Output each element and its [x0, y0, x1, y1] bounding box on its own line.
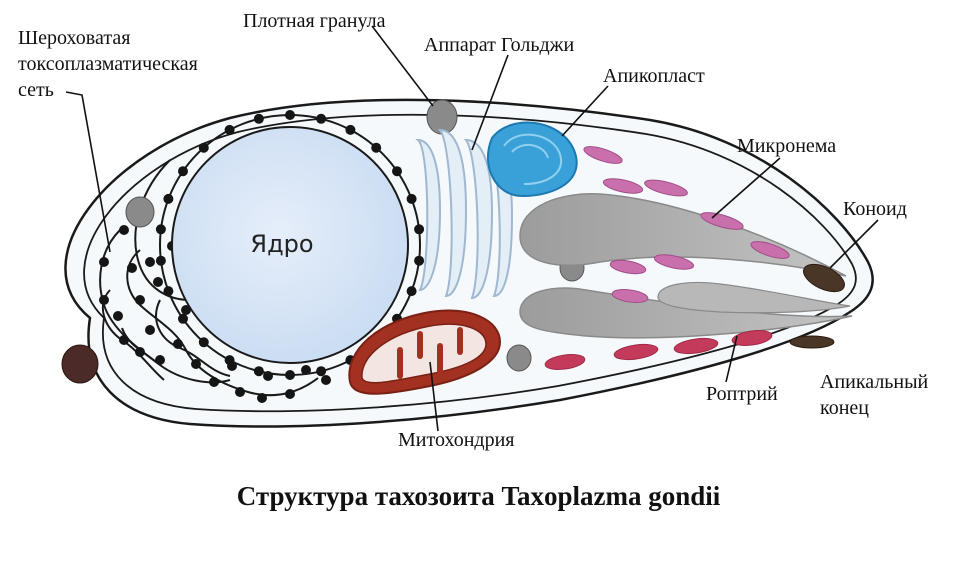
label-rough-er-3: сеть [18, 79, 54, 101]
cell-inner-membrane [83, 113, 857, 413]
rhoptry [519, 287, 853, 339]
nucleus-label: Ядро [250, 230, 313, 258]
ribosome-dot [406, 193, 417, 204]
ribosome-dot [345, 124, 356, 135]
label-mitochondrion: Митохондрия [398, 429, 514, 451]
label-micronema: Микронема [737, 135, 836, 157]
label-conoid: Коноид [843, 198, 907, 220]
rhoptry [657, 281, 851, 314]
label-apical-1: Апикальный [820, 371, 929, 393]
ribosome-dot [163, 193, 174, 204]
ribosome-dot [316, 366, 327, 377]
leader-lines [65, 25, 879, 432]
ribosome-dot [163, 286, 174, 297]
ribosome-dot [285, 370, 295, 380]
label-dense-granule: Плотная гранула [243, 10, 386, 32]
ribosome-dot [406, 286, 417, 297]
diagram-caption: Структура тахозоита Taxoplazma gondii [236, 481, 721, 511]
ribosome-dot [198, 142, 209, 153]
ribosome-dot [253, 366, 264, 377]
ribosome-dot [414, 255, 425, 266]
rough-er-ribosomes [99, 225, 331, 403]
nucleus [171, 126, 409, 364]
ribosome-dot [253, 113, 264, 124]
ribosome-dot [224, 124, 235, 135]
apicoplast [487, 121, 578, 198]
label-golgi: Аппарат Гольджи [424, 34, 574, 56]
mitochondrion [348, 309, 502, 395]
rhoptry [519, 193, 847, 277]
apical-ring [789, 335, 835, 349]
ribosome-dot [155, 255, 166, 266]
ribosome-dot [414, 224, 425, 235]
label-apicoplast: Апикопласт [603, 65, 705, 87]
label-rough-er-1: Шероховатая [18, 27, 130, 49]
label-rhoptry: Роптрий [706, 383, 778, 405]
ribosome-dot [285, 110, 295, 120]
dense-granule [506, 344, 532, 372]
label-rough-er-2: токсоплазматическая [18, 53, 198, 75]
ribosome-dot [316, 113, 327, 124]
dense-granule [125, 196, 155, 228]
ribosome-dot [392, 166, 402, 177]
ribosome-dot [371, 142, 382, 153]
ribosome-dot [198, 337, 209, 348]
ribosome-dot [178, 166, 188, 177]
ribosome-dot [155, 224, 166, 235]
micronemes [583, 146, 790, 303]
ribosome-dot [224, 355, 235, 366]
dense-granules-red [544, 330, 773, 370]
label-apical-2: конец [820, 397, 869, 419]
conoid [803, 263, 845, 293]
dense-granule-dark [61, 344, 99, 384]
ribosome-dot [178, 313, 188, 324]
